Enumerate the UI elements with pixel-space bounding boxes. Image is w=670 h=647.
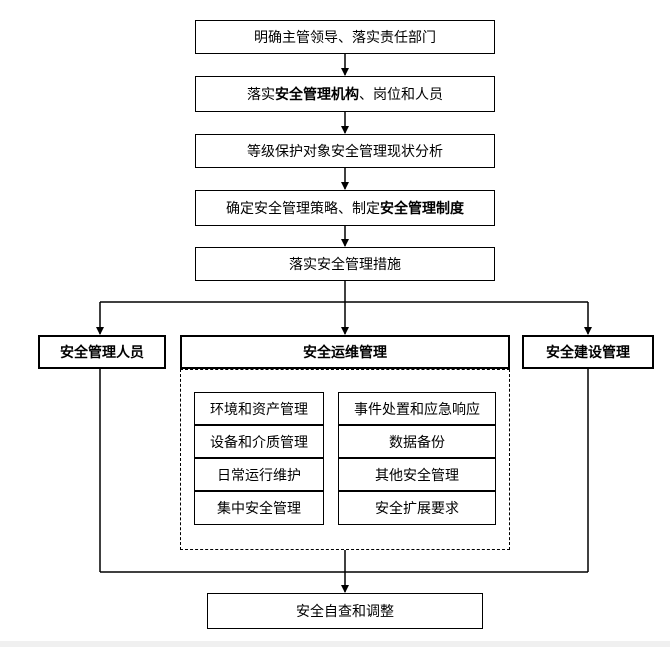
ops-item-device-media: 设备和介质管理 bbox=[194, 425, 324, 458]
step-self-check: 安全自查和调整 bbox=[207, 593, 483, 629]
step-analysis: 等级保护对象安全管理现状分析 bbox=[195, 134, 495, 168]
branch-construction: 安全建设管理 bbox=[522, 335, 654, 369]
ops-item-incident-response: 事件处置和应急响应 bbox=[338, 392, 496, 425]
step-leadership: 明确主管领导、落实责任部门 bbox=[195, 20, 495, 54]
ops-item-data-backup: 数据备份 bbox=[338, 425, 496, 458]
bottom-edge bbox=[0, 641, 670, 647]
step-measures: 落实安全管理措施 bbox=[195, 247, 495, 281]
ops-item-environment-assets: 环境和资产管理 bbox=[194, 392, 324, 425]
ops-item-daily-operation: 日常运行维护 bbox=[194, 458, 324, 491]
branch-personnel: 安全管理人员 bbox=[38, 335, 166, 369]
ops-item-extension-requirements: 安全扩展要求 bbox=[338, 491, 496, 525]
ops-item-centralized-management: 集中安全管理 bbox=[194, 491, 324, 525]
step-organization: 落实安全管理机构、岗位和人员 bbox=[195, 76, 495, 112]
ops-item-other-security: 其他安全管理 bbox=[338, 458, 496, 491]
branch-operations: 安全运维管理 bbox=[180, 335, 510, 369]
step-policy: 确定安全管理策略、制定安全管理制度 bbox=[195, 190, 495, 226]
